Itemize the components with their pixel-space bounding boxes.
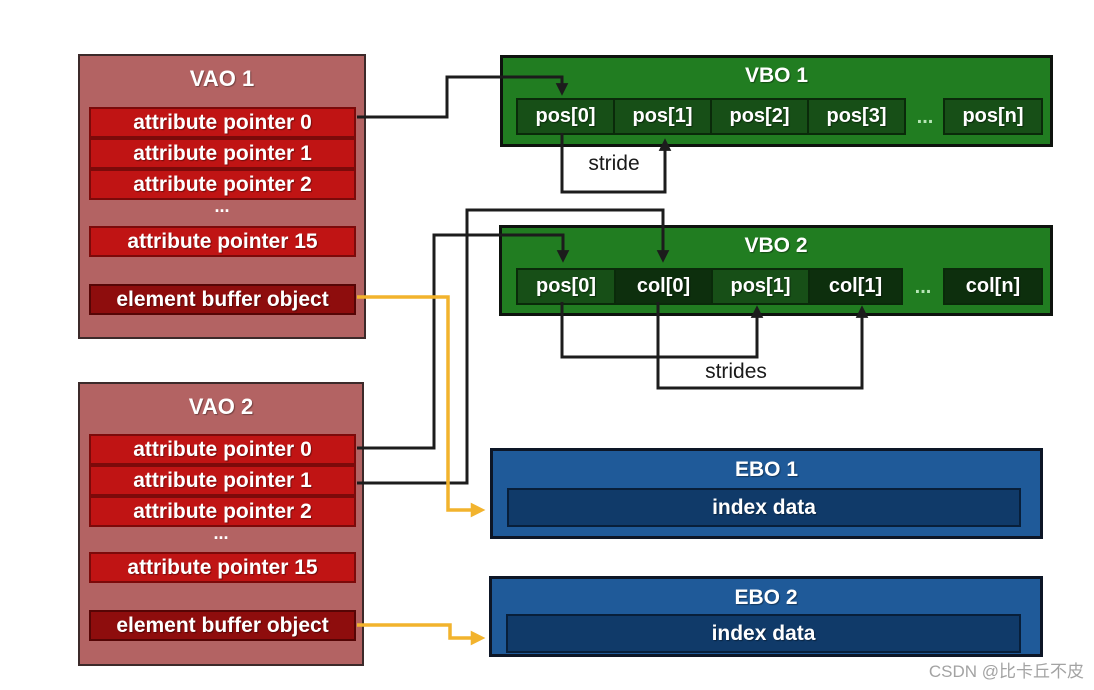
vao2-element-buffer-object: element buffer object (89, 610, 356, 641)
vbo1-title: VBO 1 (744, 64, 809, 87)
vbo2-ellipsis: ... (914, 276, 932, 298)
vbo2-box: VBO 2 pos[0] col[0] pos[1] col[1] ... co… (499, 225, 1053, 316)
vao1-ellipsis: ... (214, 196, 230, 216)
vbo1-ellipsis: ... (916, 106, 934, 128)
vbo1-cell-pos0: pos[0] (516, 98, 615, 135)
ebo2-box: EBO 2 index data (489, 576, 1043, 657)
vao2-attribute-pointer-0: attribute pointer 0 (89, 434, 356, 465)
vao1-element-buffer-object: element buffer object (89, 284, 356, 315)
vbo1-cell-pos1: pos[1] (613, 98, 712, 135)
vao1-title: VAO 1 (189, 66, 255, 91)
vbo1-box: VBO 1 pos[0] pos[1] pos[2] pos[3] ... po… (500, 55, 1053, 147)
vbo2-cell-col0: col[0] (614, 268, 713, 305)
vbo2-cell-pos1: pos[1] (711, 268, 810, 305)
vbo2-title: VBO 2 (744, 234, 808, 257)
stride-label: stride (588, 152, 640, 175)
ebo2-title: EBO 2 (734, 586, 798, 609)
vao2-attribute-pointer-15: attribute pointer 15 (89, 552, 356, 583)
ebo2-index-data: index data (506, 614, 1021, 653)
vbo1-cell-pos2: pos[2] (710, 98, 809, 135)
arrow-vao1-ebo-to-ebo1 (357, 295, 486, 518)
vao1-attribute-pointer-15: attribute pointer 15 (89, 226, 356, 257)
vbo1-cell-pos3: pos[3] (807, 98, 906, 135)
ebo1-box: EBO 1 index data (490, 448, 1043, 539)
vao2-attribute-pointer-1: attribute pointer 1 (89, 465, 356, 496)
vbo2-cell-col1: col[1] (808, 268, 903, 305)
ebo1-title: EBO 1 (734, 458, 799, 481)
vao2-title: VAO 2 (188, 394, 254, 419)
vao2-box: VAO 2 attribute pointer 0 attribute poin… (78, 382, 364, 666)
vao2-attribute-pointer-2: attribute pointer 2 (89, 496, 356, 527)
arrow-vao2-ebo-to-ebo2 (357, 623, 486, 646)
vbo2-cell-coln: col[n] (943, 268, 1043, 305)
ebo1-index-data: index data (507, 488, 1021, 527)
vao1-attribute-pointer-2: attribute pointer 2 (89, 169, 356, 200)
strides-label: strides (705, 360, 767, 383)
vbo2-cell-pos0: pos[0] (516, 268, 616, 305)
watermark: CSDN @比卡丘不皮 (928, 662, 1084, 681)
vao1-attribute-pointer-0: attribute pointer 0 (89, 107, 356, 138)
vbo1-cell-posn: pos[n] (943, 98, 1043, 135)
vao2-ellipsis: ... (213, 523, 229, 543)
vao1-attribute-pointer-1: attribute pointer 1 (89, 138, 356, 169)
vao1-box: VAO 1 attribute pointer 0 attribute poin… (78, 54, 366, 339)
